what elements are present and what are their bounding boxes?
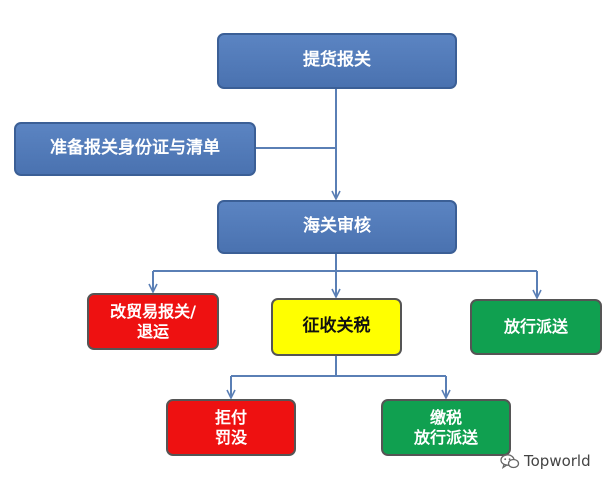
node-pay-release-label: 缴税 放行派送 [413,407,478,447]
node-change-trade: 改贸易报关/ 退运 [87,293,219,350]
node-pickup-label: 提货报关 [303,50,371,71]
node-refuse-label: 拒付 罚没 [214,407,247,447]
node-release-label: 放行派送 [503,317,568,336]
watermark: Topworld [500,452,591,470]
watermark-text: Topworld [524,452,591,470]
node-prepare: 准备报关身份证与清单 [14,122,256,176]
node-review-label: 海关审核 [303,216,371,237]
wechat-icon [500,453,520,469]
node-levy-tax: 征收关税 [271,298,402,356]
node-review: 海关审核 [217,200,457,254]
node-refuse: 拒付 罚没 [166,399,296,456]
node-release: 放行派送 [470,299,602,355]
node-levy-tax-label: 征收关税 [302,316,371,337]
node-pay-release: 缴税 放行派送 [381,399,511,456]
node-pickup: 提货报关 [217,33,457,89]
node-change-trade-label: 改贸易报关/ 退运 [110,301,196,341]
node-prepare-label: 准备报关身份证与清单 [50,138,220,159]
